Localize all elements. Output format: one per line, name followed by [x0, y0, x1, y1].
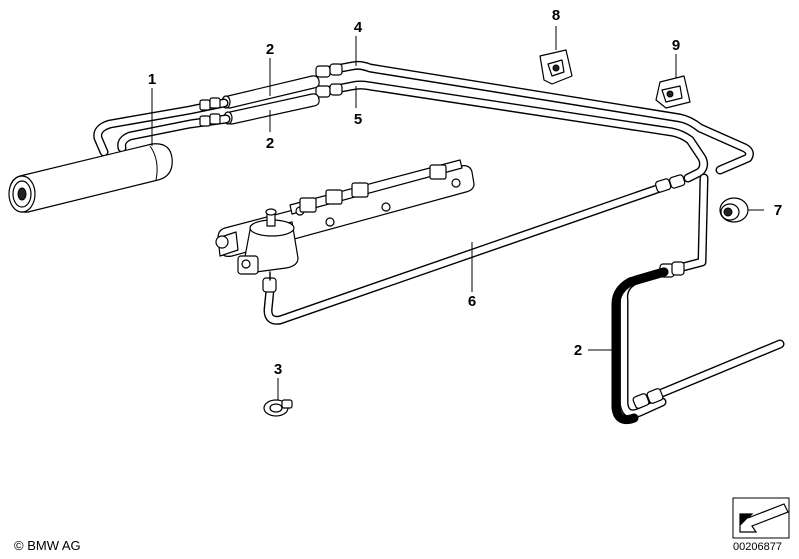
- callout-6: 6: [468, 293, 476, 310]
- grommet[interactable]: [719, 197, 749, 223]
- callout-3: 3: [274, 361, 282, 378]
- connector-pipe-upper: [93, 97, 231, 157]
- callout-2-top: 2: [266, 41, 274, 58]
- hose-right[interactable]: [611, 267, 669, 425]
- copyright-text: © BMW AG: [14, 538, 81, 553]
- callout-2-middle: 2: [266, 135, 274, 152]
- right-side-pipe[interactable]: [659, 173, 709, 278]
- callout-4: 4: [354, 19, 363, 36]
- diagram-code: 00206877: [733, 541, 782, 553]
- callout-9: 9: [672, 37, 680, 54]
- fuel-line-lower[interactable]: [315, 80, 709, 183]
- clip-9[interactable]: [655, 75, 691, 109]
- pipe-to-tank[interactable]: [632, 339, 785, 409]
- hose-clamp[interactable]: [263, 399, 293, 417]
- reference-symbol: [732, 497, 790, 539]
- leader-lines: [151, 26, 764, 400]
- callout-2-right: 2: [574, 342, 582, 359]
- fuel-filter[interactable]: [8, 143, 173, 213]
- connector-fittings-upper: [315, 63, 343, 98]
- clip-8[interactable]: [539, 49, 573, 85]
- callout-7: 7: [774, 202, 782, 219]
- callout-5: 5: [354, 111, 362, 128]
- return-line[interactable]: [262, 174, 686, 325]
- callout-1: 1: [148, 71, 156, 88]
- fuel-line-upper[interactable]: [315, 60, 754, 175]
- pressure-regulator[interactable]: [237, 208, 299, 275]
- callout-8: 8: [552, 7, 560, 24]
